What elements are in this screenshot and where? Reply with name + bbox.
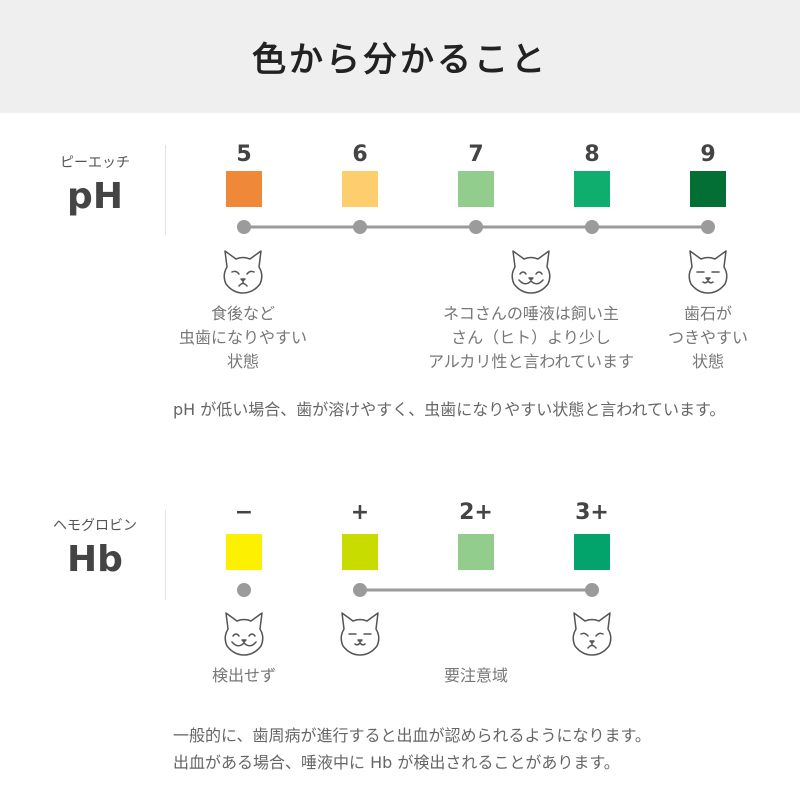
page-title: 色から分かること xyxy=(252,40,548,80)
hb-scale-line xyxy=(360,588,592,592)
ph-label-kana: ピーエッチ xyxy=(60,155,130,171)
hb-swatch-2plus xyxy=(458,534,494,570)
hb-caption-not-detected: 検出せず xyxy=(211,666,277,685)
ph-dot-7 xyxy=(469,220,483,234)
ph-caption-cat-saliva: ネコさんの唾液は飼い主 さん（ヒト）より少し アルカリ性と言われています xyxy=(427,304,635,371)
hb-value-plus: + xyxy=(350,500,370,525)
ph-swatch-6 xyxy=(342,171,378,207)
ph-dot-8 xyxy=(585,220,599,234)
ph-swatch-5 xyxy=(226,171,262,207)
hb-label-block: ヘモグロビン Hb xyxy=(40,515,150,580)
content-cat-icon xyxy=(340,612,380,656)
ph-swatch-9 xyxy=(690,171,726,207)
ph-divider xyxy=(165,145,166,235)
header-banner: 色から分かること xyxy=(0,0,800,113)
hb-caption-caution-range: 要注意域 xyxy=(443,666,509,685)
hb-divider xyxy=(165,510,166,600)
ph-value-6: 6 xyxy=(352,142,368,167)
ph-swatch-8 xyxy=(574,171,610,207)
ph-value-7: 7 xyxy=(468,142,484,167)
hb-dot-negative xyxy=(237,583,251,597)
hb-value-2plus: 2+ xyxy=(459,500,493,525)
hb-dot-plus xyxy=(353,583,367,597)
happy-cat-icon xyxy=(224,612,264,656)
sad-cat-icon xyxy=(223,250,263,294)
sad-cat-icon xyxy=(572,612,612,656)
content-cat-icon xyxy=(688,250,728,294)
ph-dot-9 xyxy=(701,220,715,234)
ph-dot-6 xyxy=(353,220,367,234)
ph-caption-high: 歯石が つきやすい 状態 xyxy=(667,304,749,371)
hb-note: 一般的に、歯周病が進行すると出血が認められるようになります。 出血がある場合、唾… xyxy=(173,726,651,772)
ph-label-block: ピーエッチ pH xyxy=(40,152,150,217)
ph-dot-5 xyxy=(237,220,251,234)
hb-swatch-3plus xyxy=(574,534,610,570)
ph-note: pH が低い場合、歯が溶けやすく、虫歯になりやすい状態と言われています。 xyxy=(173,400,726,419)
ph-swatch-7 xyxy=(458,171,494,207)
hb-dot-3plus xyxy=(585,583,599,597)
hb-swatch-plus xyxy=(342,534,378,570)
ph-section: ピーエッチ pH 5 6 7 8 9 食後など 虫歯になりやすい 状態 ネコさん… xyxy=(40,142,749,419)
ph-label: pH xyxy=(67,176,123,217)
ph-value-5: 5 xyxy=(236,142,252,167)
ph-caption-low: 食後など 虫歯になりやすい 状態 xyxy=(178,304,308,371)
hb-label: Hb xyxy=(67,539,123,580)
hb-value-3plus: 3+ xyxy=(575,500,609,525)
hb-label-kana: ヘモグロビン xyxy=(53,518,137,534)
ph-value-8: 8 xyxy=(584,142,600,167)
ph-value-9: 9 xyxy=(700,142,716,167)
hb-value-negative: − xyxy=(234,500,254,525)
happy-cat-icon xyxy=(511,250,551,294)
hb-swatch-negative xyxy=(226,534,262,570)
